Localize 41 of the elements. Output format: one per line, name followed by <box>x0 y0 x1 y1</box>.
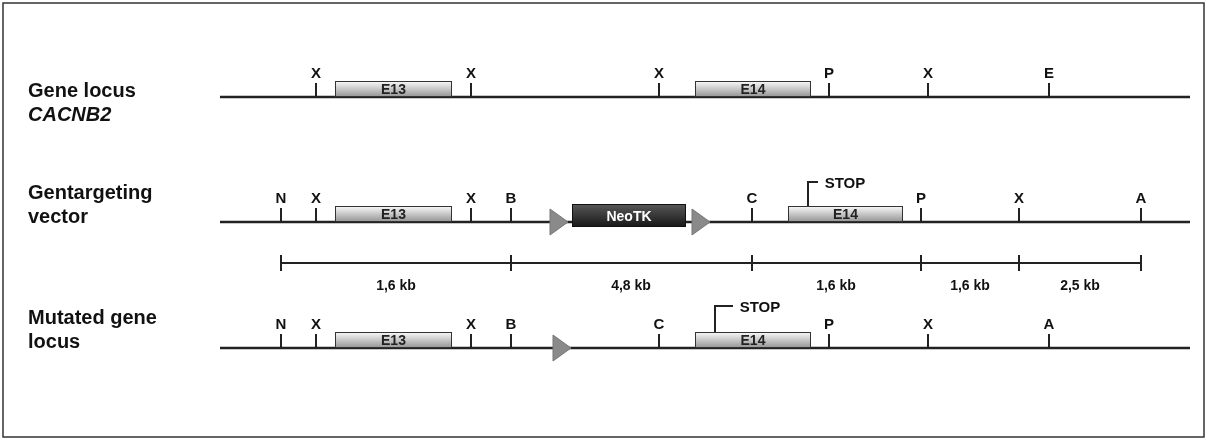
exon-box: E13 <box>335 81 452 97</box>
restriction-site-label: E <box>1044 64 1054 81</box>
dimension-label: 1,6 kb <box>376 277 416 293</box>
leader-line <box>714 305 734 333</box>
restriction-site-label: N <box>275 189 287 206</box>
restriction-site-label: X <box>923 64 933 81</box>
restriction-site-label: X <box>654 64 664 81</box>
row-title: Gene locus CACNB2 <box>28 78 137 126</box>
restriction-site-label: P <box>916 189 926 206</box>
exon-box: E13 <box>335 332 452 348</box>
restriction-site-label: A <box>1043 315 1055 332</box>
restriction-site-label: X <box>311 189 321 206</box>
dimension-label: 2,5 kb <box>1060 277 1100 293</box>
exon-box: E14 <box>695 332 811 348</box>
row-title: Gentargeting vector <box>28 180 154 228</box>
restriction-site-label: X <box>466 189 476 206</box>
dimension-label: 4,8 kb <box>611 277 651 293</box>
exon-box: E14 <box>788 206 903 222</box>
restriction-site-label: P <box>824 315 834 332</box>
restriction-site-label: X <box>466 315 476 332</box>
restriction-site-label: P <box>824 64 834 81</box>
restriction-site-label: X <box>923 315 933 332</box>
row-title: Mutated gene locus <box>28 305 158 353</box>
restriction-site-label: B <box>505 189 517 206</box>
stop-label: STOP <box>733 296 787 316</box>
exon-box: E13 <box>335 206 452 222</box>
restriction-site-label: A <box>1135 189 1147 206</box>
restriction-site-label: C <box>653 315 665 332</box>
cassette-box: NeoTK <box>572 204 686 227</box>
stop-label: STOP <box>818 172 872 192</box>
restriction-site-label: X <box>466 64 476 81</box>
restriction-site-label: X <box>311 315 321 332</box>
restriction-site-label: B <box>505 315 517 332</box>
restriction-site-label: X <box>1014 189 1024 206</box>
restriction-site-label: N <box>275 315 287 332</box>
dimension-label: 1,6 kb <box>950 277 990 293</box>
exon-box: E14 <box>695 81 811 97</box>
leader-line <box>807 181 819 207</box>
restriction-site-label: C <box>746 189 758 206</box>
restriction-site-label: X <box>311 64 321 81</box>
dimension-label: 1,6 kb <box>816 277 856 293</box>
